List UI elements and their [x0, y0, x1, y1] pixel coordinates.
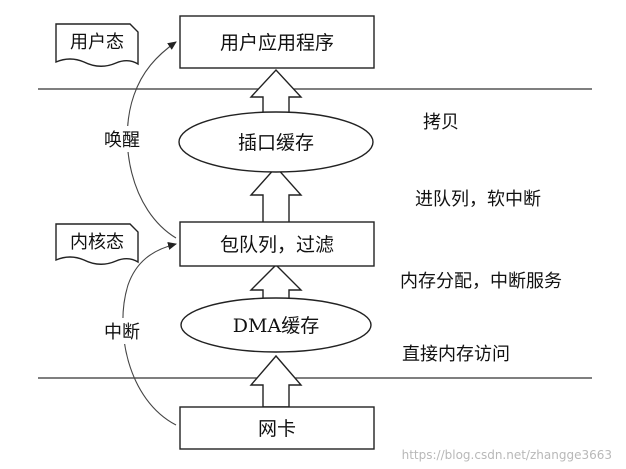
- alloc-isr-step-label: 内存分配，中断服务: [400, 271, 562, 292]
- user-application-node: 用户应用程序: [179, 15, 375, 69]
- kernel-mode-label: 内核态: [70, 232, 124, 253]
- socket-buffer-node: 插口缓存: [178, 111, 374, 173]
- user-mode-label: 用户态: [70, 32, 124, 53]
- interrupt-curve-arrow: [122, 242, 177, 426]
- interrupt-label: 中断: [104, 322, 140, 343]
- socket-buffer-label: 插口缓存: [238, 132, 314, 154]
- enqueue-softirq-step-label: 进队列，软中断: [415, 189, 541, 210]
- nic-node: 网卡: [179, 406, 375, 450]
- packet-queue-node: 包队列，过滤: [179, 221, 375, 267]
- user-mode-badge: 用户态: [55, 23, 139, 67]
- copy-step-label: 拷贝: [423, 112, 459, 133]
- nic-label: 网卡: [258, 418, 296, 440]
- watermark-text: https://blog.csdn.net/zhangge3663: [402, 448, 612, 462]
- kernel-mode-badge: 内核态: [55, 223, 139, 265]
- dma-buffer-label: DMA缓存: [233, 315, 319, 337]
- up-arrow-socket-to-app: [249, 68, 303, 114]
- dma-step-label: 直接内存访问: [402, 344, 510, 365]
- up-arrow-nic-to-dma: [249, 354, 303, 408]
- up-arrow-queue-to-socket: [249, 165, 303, 225]
- wakeup-label: 唤醒: [104, 130, 140, 151]
- packet-queue-label: 包队列，过滤: [220, 234, 334, 256]
- dma-buffer-node: DMA缓存: [180, 297, 372, 353]
- user-application-label: 用户应用程序: [220, 32, 334, 54]
- interrupt-label-backdrop: [98, 318, 148, 344]
- wakeup-curve-arrow: [126, 41, 177, 239]
- wakeup-label-backdrop: [98, 126, 148, 152]
